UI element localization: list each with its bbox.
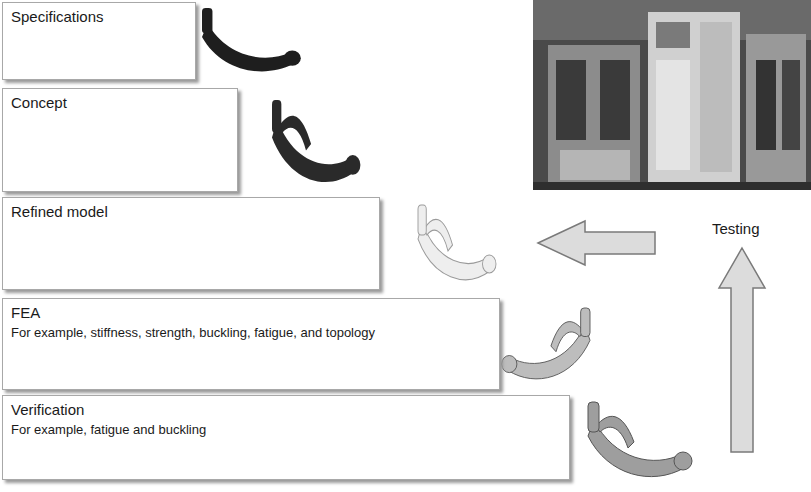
part-refined bbox=[418, 205, 496, 280]
box-heading: Verification bbox=[11, 401, 561, 419]
part-verification bbox=[588, 402, 692, 477]
box-heading: Specifications bbox=[11, 8, 187, 26]
part-concept bbox=[272, 100, 360, 182]
process-box: FEA For example, stiffness, strength, buc… bbox=[2, 298, 500, 390]
box-body: For example, fatigue and buckling bbox=[11, 422, 561, 438]
process-box: VerificationFor example, fatigue and buc… bbox=[2, 395, 570, 480]
process-box: Refined model bbox=[2, 197, 380, 290]
part-fea bbox=[502, 308, 590, 379]
process-box: Concept bbox=[2, 88, 238, 192]
block-arrow-up bbox=[719, 248, 765, 452]
block-arrow-left bbox=[538, 221, 655, 265]
stage-label: Testing bbox=[712, 220, 760, 238]
box-heading: FEA bbox=[11, 304, 491, 322]
box-heading: Refined model bbox=[11, 203, 371, 221]
testing-photo bbox=[533, 0, 811, 190]
part-spec bbox=[202, 8, 301, 71]
box-body: For example, stiffness, strength, buckli… bbox=[11, 325, 491, 341]
box-heading: Concept bbox=[11, 94, 229, 112]
process-box: Specifications bbox=[2, 2, 196, 80]
